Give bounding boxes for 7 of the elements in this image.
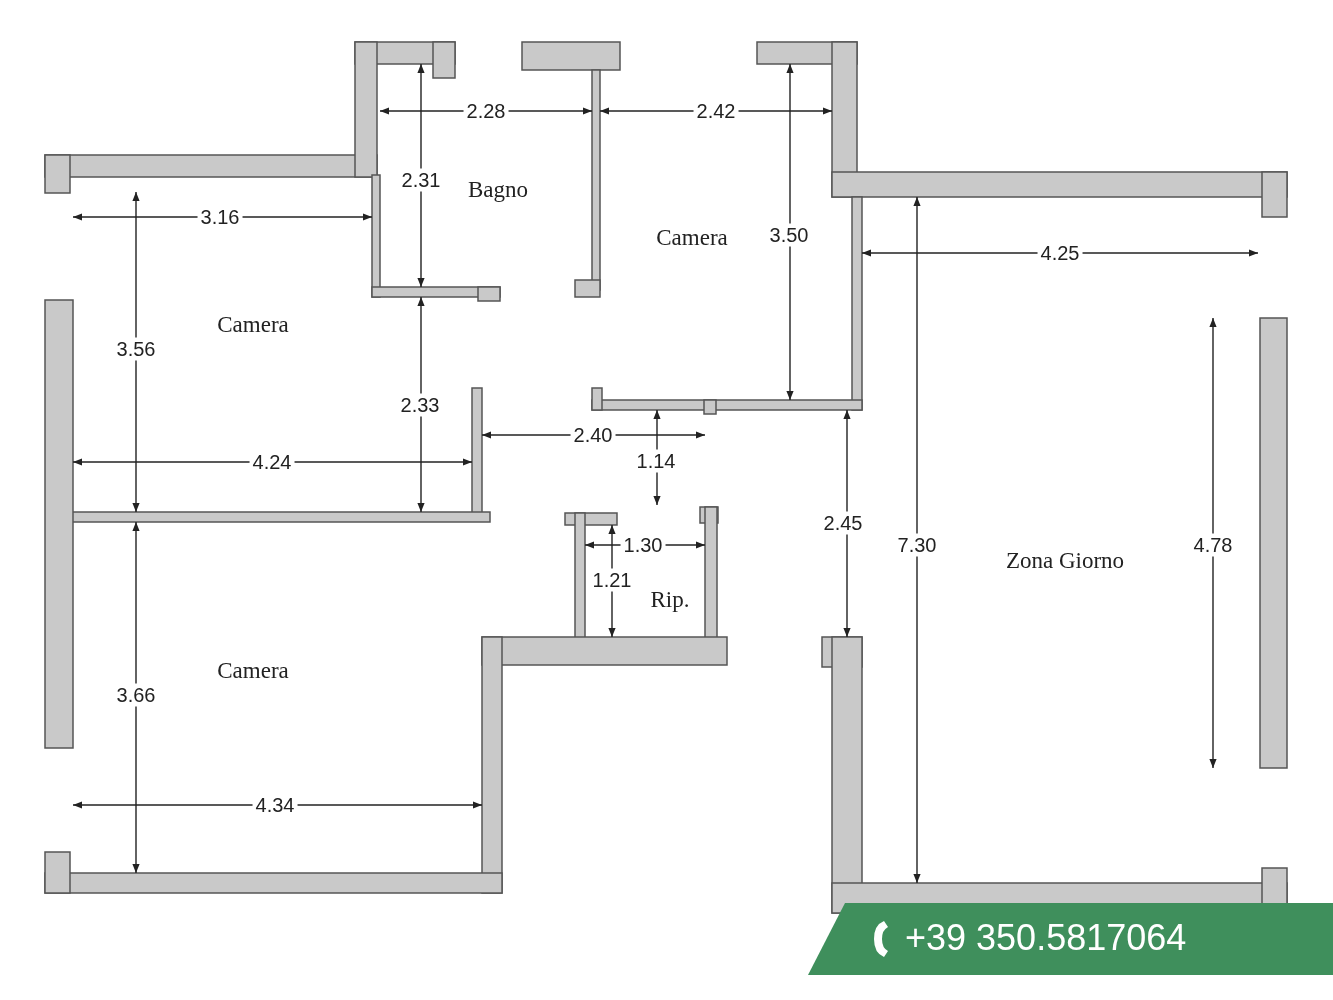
room-label: Rip. [650, 587, 690, 613]
room-label: Camera [656, 225, 728, 251]
phone-number: +39 350.5817064 [905, 917, 1187, 959]
room-label: Zona Giorno [1005, 548, 1125, 574]
room-label: Camera [217, 658, 289, 684]
room-label: Bagno [467, 177, 529, 203]
room-label: Camera [217, 312, 289, 338]
